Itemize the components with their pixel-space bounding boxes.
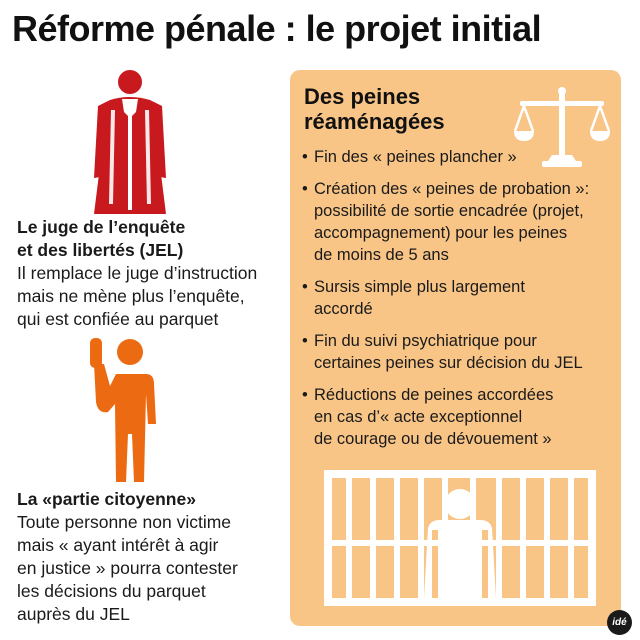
prisoner-behind-bars-icon <box>324 470 596 606</box>
list-item: Réductions de peines accordées en cas d’… <box>302 384 616 450</box>
citizen-body-line2: mais « ayant intérêt à agir <box>17 535 219 555</box>
panel-title: Des peines réaménagées <box>304 84 494 134</box>
judge-body-line3: qui est confiée au parquet <box>17 309 219 329</box>
list-item: Création des « peines de probation »: po… <box>302 178 616 266</box>
citizen-body-line1: Toute personne non victime <box>17 512 232 532</box>
judge-heading-line2: et des libertés (JEL) <box>17 240 184 260</box>
panel-title-line1: Des peines <box>304 84 421 109</box>
list-item: Fin du suivi psychiatrique pour certaine… <box>302 330 616 374</box>
publisher-logo: idé <box>607 610 632 635</box>
page-title: Réforme pénale : le projet initial <box>12 8 542 49</box>
sentence-changes-list: Fin des « peines plancher » Création des… <box>302 146 616 460</box>
list-item: Fin des « peines plancher » <box>302 146 616 168</box>
judge-body-line1: Il remplace le juge d’instruction <box>17 263 258 283</box>
judge-icon <box>94 70 166 214</box>
sentences-panel: Des peines réaménagées Fin des « peines … <box>290 70 621 626</box>
judge-heading-line1: Le juge de l’enquête <box>17 217 186 237</box>
citizen-body-line3: en justice » pourra contester <box>17 558 238 578</box>
list-item: Sursis simple plus largement accordé <box>302 276 616 320</box>
citizen-raised-hand-icon <box>90 338 156 482</box>
citizen-body-line5: auprès du JEL <box>17 604 130 624</box>
judge-description: Le juge de l’enquête et des libertés (JE… <box>17 216 287 331</box>
citizen-body-line4: les décisions du parquet <box>17 581 206 601</box>
citizen-heading: La «partie citoyenne» <box>17 489 196 509</box>
citizen-description: La «partie citoyenne» Toute personne non… <box>17 488 287 626</box>
panel-title-line2: réaménagées <box>304 109 445 134</box>
judge-body-line2: mais ne mène plus l’enquête, <box>17 286 245 306</box>
